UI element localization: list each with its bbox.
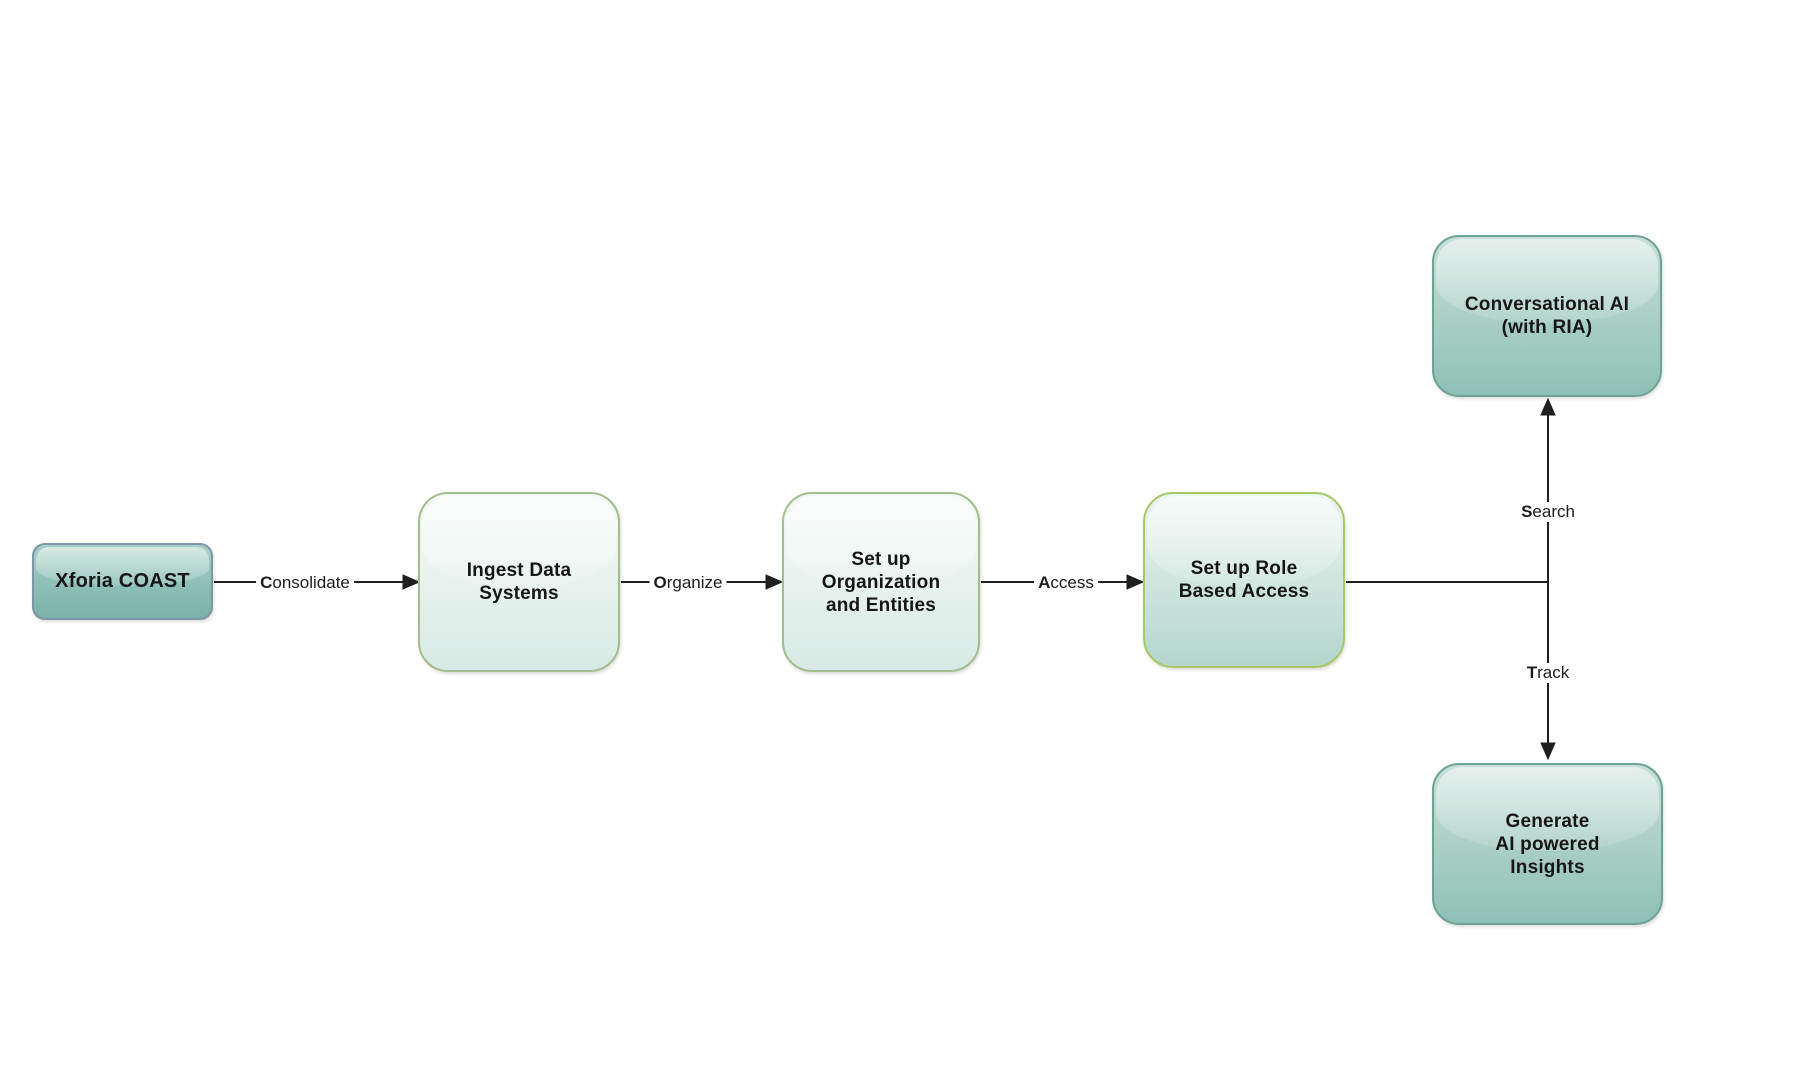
edge-organize-arrowhead: [765, 574, 784, 590]
node-generate-ai-insights-label: Generate AI powered Insights: [1495, 810, 1600, 878]
edge-label-access: Access: [1034, 573, 1098, 593]
node-setup-organization-entities-label: Set up Organization and Entities: [821, 548, 941, 616]
edge-label-track-bold-letter: T: [1526, 663, 1538, 682]
node-xforia-coast: Xforia COAST: [32, 543, 213, 620]
node-xforia-coast-label: Xforia COAST: [55, 570, 190, 592]
node-setup-role-based-access: Set up Role Based Access: [1143, 492, 1345, 668]
edge-label-search-bold-letter: S: [1521, 502, 1533, 521]
edge-label-access-bold-letter: A: [1038, 573, 1051, 592]
edge-label-consolidate: Consolidate: [256, 573, 354, 593]
node-conversational-ai: Conversational AI (with RIA): [1432, 235, 1662, 397]
edge-search-arrowhead: [1540, 397, 1556, 416]
edge-label-track: Track: [1522, 663, 1574, 683]
node-setup-role-based-access-label: Set up Role Based Access: [1178, 558, 1310, 602]
node-generate-ai-insights: Generate AI powered Insights: [1432, 763, 1663, 925]
edge-label-organize-bold-letter: O: [653, 573, 667, 592]
node-ingest-data-systems: Ingest Data Systems: [418, 492, 620, 672]
edge-track-arrowhead: [1540, 742, 1556, 761]
edge-consolidate-arrowhead: [402, 574, 421, 590]
edge-label-consolidate-text: onsolidate: [272, 573, 350, 592]
edge-label-organize: Organize: [649, 573, 727, 593]
edge-label-access-text: ccess: [1050, 573, 1094, 592]
edge-access-arrowhead: [1126, 574, 1145, 590]
node-setup-organization-entities: Set up Organization and Entities: [782, 492, 980, 672]
edge-label-search-text: earch: [1532, 502, 1575, 521]
edge-label-search: Search: [1517, 502, 1579, 522]
edge-label-organize-text: rganize: [666, 573, 723, 592]
node-ingest-data-systems-label: Ingest Data Systems: [466, 560, 572, 604]
edge-label-track-text: rack: [1537, 663, 1570, 682]
edge-label-consolidate-bold-letter: C: [260, 573, 273, 592]
node-conversational-ai-label: Conversational AI (with RIA): [1464, 294, 1630, 338]
